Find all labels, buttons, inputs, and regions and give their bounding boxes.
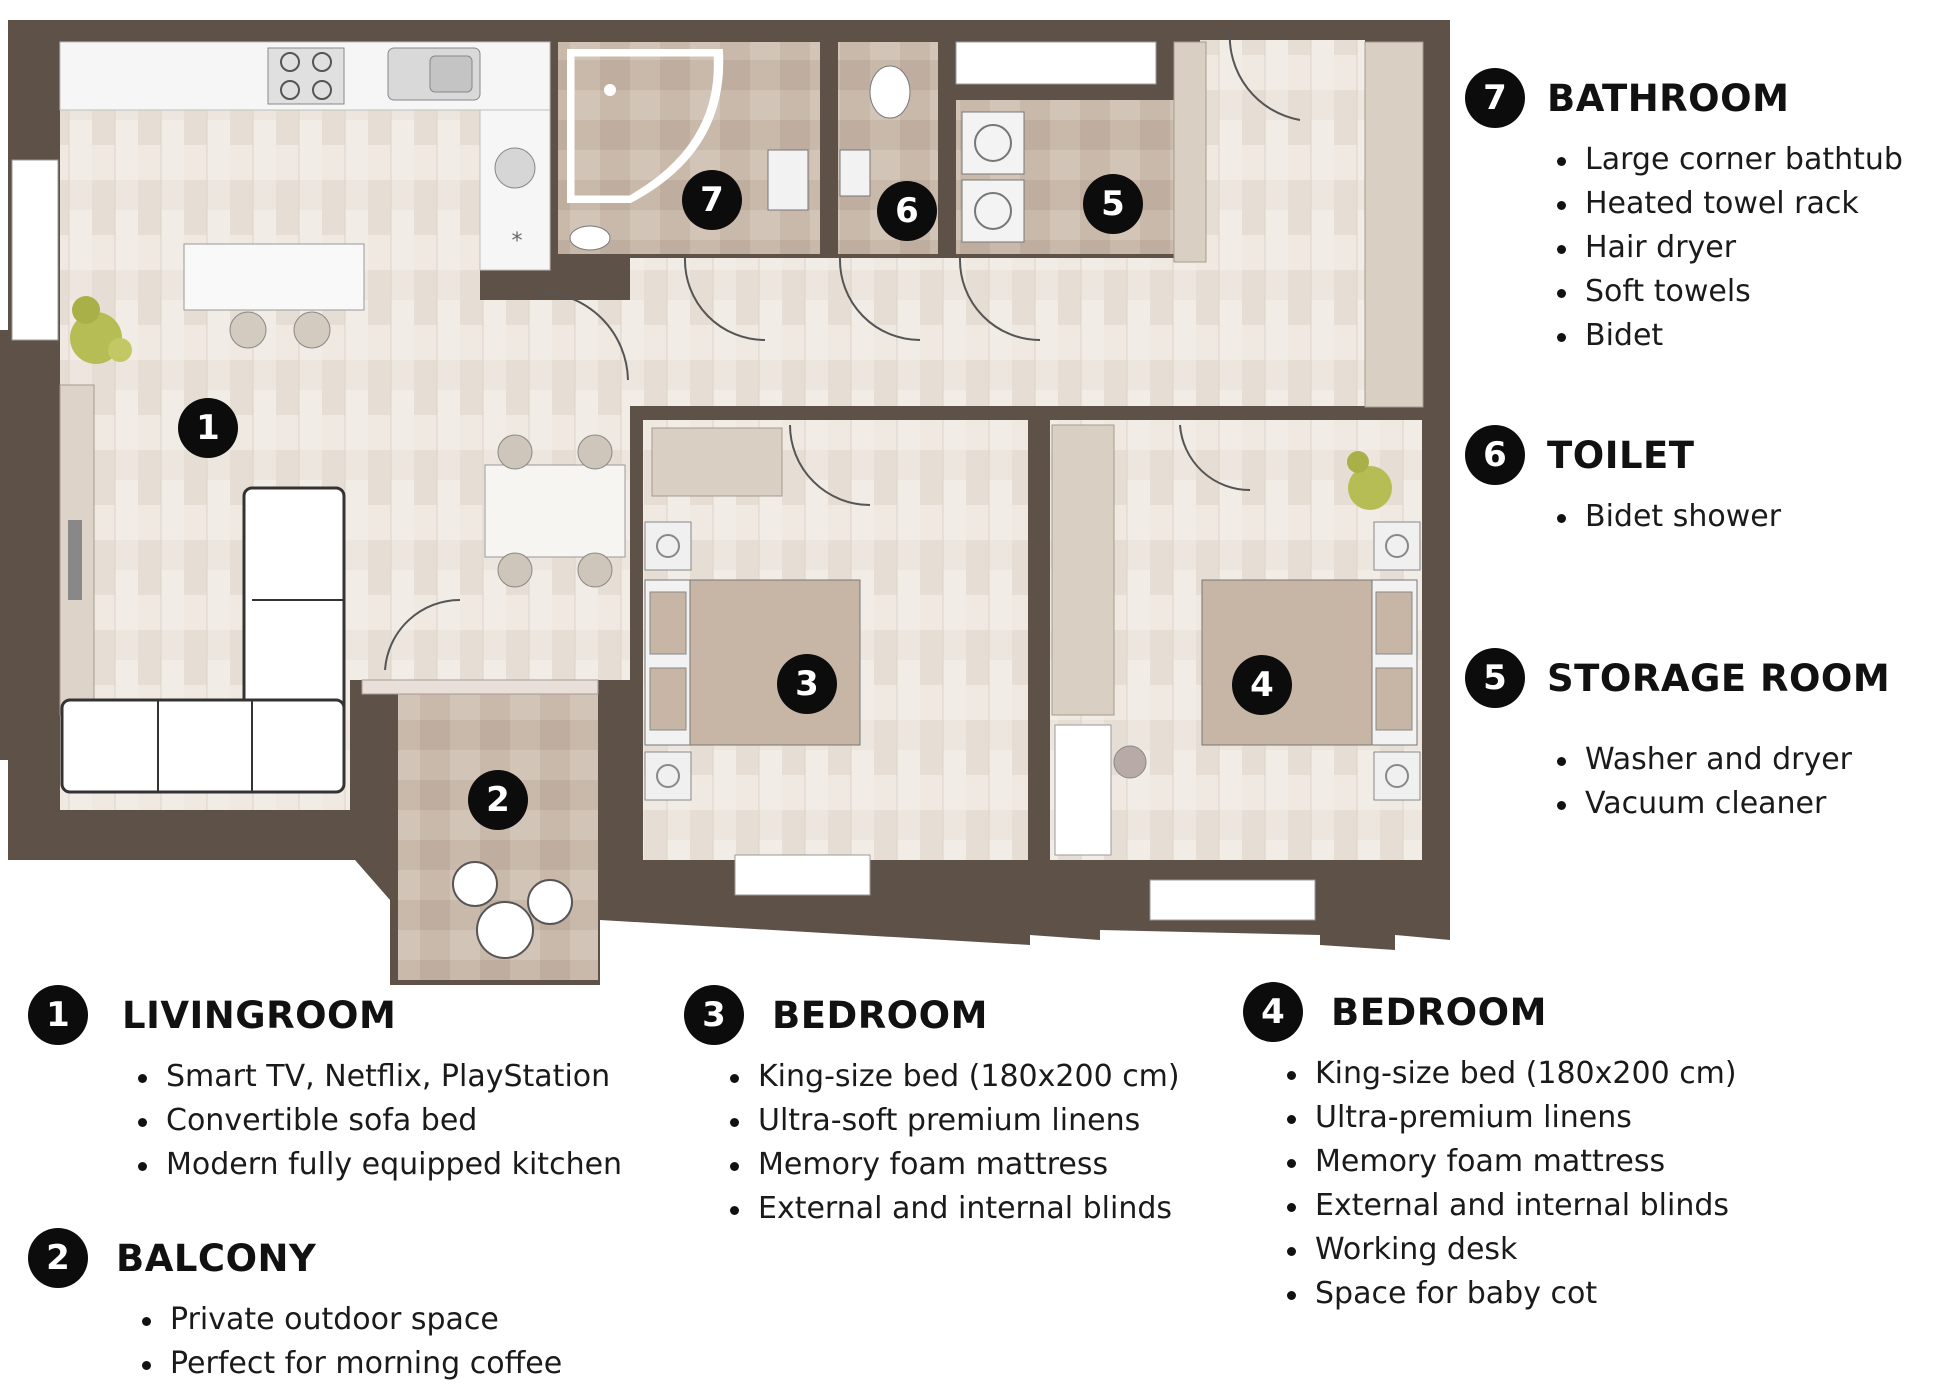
- balcony-list: Private outdoor space Perfect for mornin…: [136, 1298, 562, 1386]
- svg-text:*: *: [512, 229, 523, 254]
- legend-bedroom-3: 3 BEDROOM King-size bed (180x200 cm) Ult…: [684, 985, 1180, 1231]
- balcony-badge: 2: [28, 1228, 88, 1288]
- plan-marker-7: 7: [682, 170, 742, 230]
- nightstand-icon: [1373, 521, 1421, 801]
- plan-marker-1: 1: [178, 398, 238, 458]
- livingroom-title: LIVINGROOM: [122, 993, 397, 1037]
- list-item: King-size bed (180x200 cm): [1281, 1052, 1737, 1096]
- hallway-top: [1200, 40, 1365, 265]
- window: [1149, 879, 1316, 921]
- livingroom-badge: 1: [28, 985, 88, 1045]
- list-item: Perfect for morning coffee: [136, 1342, 562, 1386]
- list-item: Washer and dryer: [1551, 738, 1890, 782]
- plant-icon: [1347, 451, 1392, 510]
- toilet-sink-icon: [839, 149, 871, 197]
- plant-icon: [70, 296, 132, 364]
- bedroom3-wardrobe: [651, 427, 783, 497]
- plan-marker-3: 3: [777, 654, 837, 714]
- bathroom-list: Large corner bathtub Heated towel rack H…: [1551, 138, 1903, 358]
- plan-marker-6: 6: [877, 181, 937, 241]
- toilet-list: Bidet shower: [1551, 495, 1781, 539]
- bedroom3-list: King-size bed (180x200 cm) Ultra-soft pr…: [724, 1055, 1180, 1231]
- list-item: Vacuum cleaner: [1551, 782, 1890, 826]
- hall-wardrobe: [1364, 41, 1424, 408]
- legend-storage: 5 STORAGE ROOM Washer and dryer Vacuum c…: [1465, 648, 1890, 826]
- desk-icon: [1054, 724, 1112, 856]
- plan-marker-4: 4: [1232, 655, 1292, 715]
- bidet-icon: [569, 225, 611, 251]
- list-item: King-size bed (180x200 cm): [724, 1055, 1180, 1099]
- storage-badge: 5: [1465, 648, 1525, 708]
- bathtub-outline: [569, 51, 719, 201]
- tv-icon: [68, 520, 82, 600]
- bedroom4-title: BEDROOM: [1331, 990, 1547, 1034]
- washbasin-icon: [767, 149, 809, 211]
- legend-bedroom-4: 4 BEDROOM King-size bed (180x200 cm) Ult…: [1243, 982, 1737, 1316]
- list-item: Large corner bathtub: [1551, 138, 1903, 182]
- nightstand-icon: [644, 521, 692, 801]
- kitchen-side-counter: [479, 109, 551, 271]
- list-item: Smart TV, Netflix, PlayStation: [132, 1055, 622, 1099]
- list-item: Bidet: [1551, 314, 1903, 358]
- list-item: Ultra-soft premium linens: [724, 1099, 1180, 1143]
- plan-marker-5: 5: [1083, 174, 1143, 234]
- list-item: Heated towel rack: [1551, 182, 1903, 226]
- cooktop-icon: *: [494, 147, 536, 254]
- balcony-title: BALCONY: [116, 1236, 317, 1280]
- floor-plan: *: [0, 20, 1450, 985]
- washer-dryer-icon: [961, 111, 1025, 243]
- legend-livingroom: 1 LIVINGROOM Smart TV, Netflix, PlayStat…: [28, 985, 622, 1187]
- legend-toilet: 6 TOILET Bidet shower: [1465, 425, 1781, 539]
- list-item: Ultra-premium linens: [1281, 1096, 1737, 1140]
- bedroom3-title: BEDROOM: [772, 993, 988, 1037]
- legend-balcony: 2 BALCONY Private outdoor space Perfect …: [28, 1228, 562, 1386]
- bedroom4-list: King-size bed (180x200 cm) Ultra-premium…: [1281, 1052, 1737, 1316]
- kitchen-island: [183, 243, 365, 311]
- list-item: Memory foam mattress: [1281, 1140, 1737, 1184]
- list-item: Modern fully equipped kitchen: [132, 1143, 622, 1187]
- bed-icon: [1201, 579, 1418, 746]
- hallway-floor: [630, 258, 1365, 406]
- balcony-table-icon: [452, 861, 573, 959]
- bedroom3-badge: 3: [684, 985, 744, 1045]
- stool-icon: [293, 311, 331, 349]
- list-item: Memory foam mattress: [724, 1143, 1180, 1187]
- plan-marker-2: 2: [468, 770, 528, 830]
- list-item: Soft towels: [1551, 270, 1903, 314]
- stove-icon: [267, 47, 345, 105]
- bathroom-title: BATHROOM: [1547, 76, 1790, 120]
- list-item: External and internal blinds: [724, 1187, 1180, 1231]
- storage-cabinet: [1173, 41, 1207, 263]
- list-item: Bidet shower: [1551, 495, 1781, 539]
- drain-icon: [604, 84, 616, 96]
- bedroom4-wardrobe: [1051, 424, 1115, 716]
- toilet-title: TOILET: [1547, 433, 1695, 477]
- bedroom4-badge: 4: [1243, 982, 1303, 1042]
- stool-icon: [229, 311, 267, 349]
- list-item: Working desk: [1281, 1228, 1737, 1272]
- list-item: External and internal blinds: [1281, 1184, 1737, 1228]
- storage-list: Washer and dryer Vacuum cleaner: [1551, 738, 1890, 826]
- sink-icon: [387, 47, 481, 101]
- livingroom-list: Smart TV, Netflix, PlayStation Convertib…: [132, 1055, 622, 1187]
- balcony-railing: [361, 679, 599, 695]
- dining-table-icon: [484, 434, 626, 588]
- window: [734, 854, 871, 896]
- list-item: Convertible sofa bed: [132, 1099, 622, 1143]
- storage-shelf: [955, 41, 1157, 85]
- list-item: Private outdoor space: [136, 1298, 562, 1342]
- legend-bathroom: 7 BATHROOM Large corner bathtub Heated t…: [1465, 68, 1903, 358]
- bathroom-badge: 7: [1465, 68, 1525, 128]
- window: [11, 159, 59, 341]
- toilet-icon: [869, 65, 911, 119]
- toilet-badge: 6: [1465, 425, 1525, 485]
- door-swings: [384, 29, 1301, 671]
- desk-chair-icon: [1113, 745, 1147, 779]
- list-item: Hair dryer: [1551, 226, 1903, 270]
- list-item: Space for baby cot: [1281, 1272, 1737, 1316]
- sofa-icon: [60, 486, 346, 794]
- storage-title: STORAGE ROOM: [1547, 656, 1891, 700]
